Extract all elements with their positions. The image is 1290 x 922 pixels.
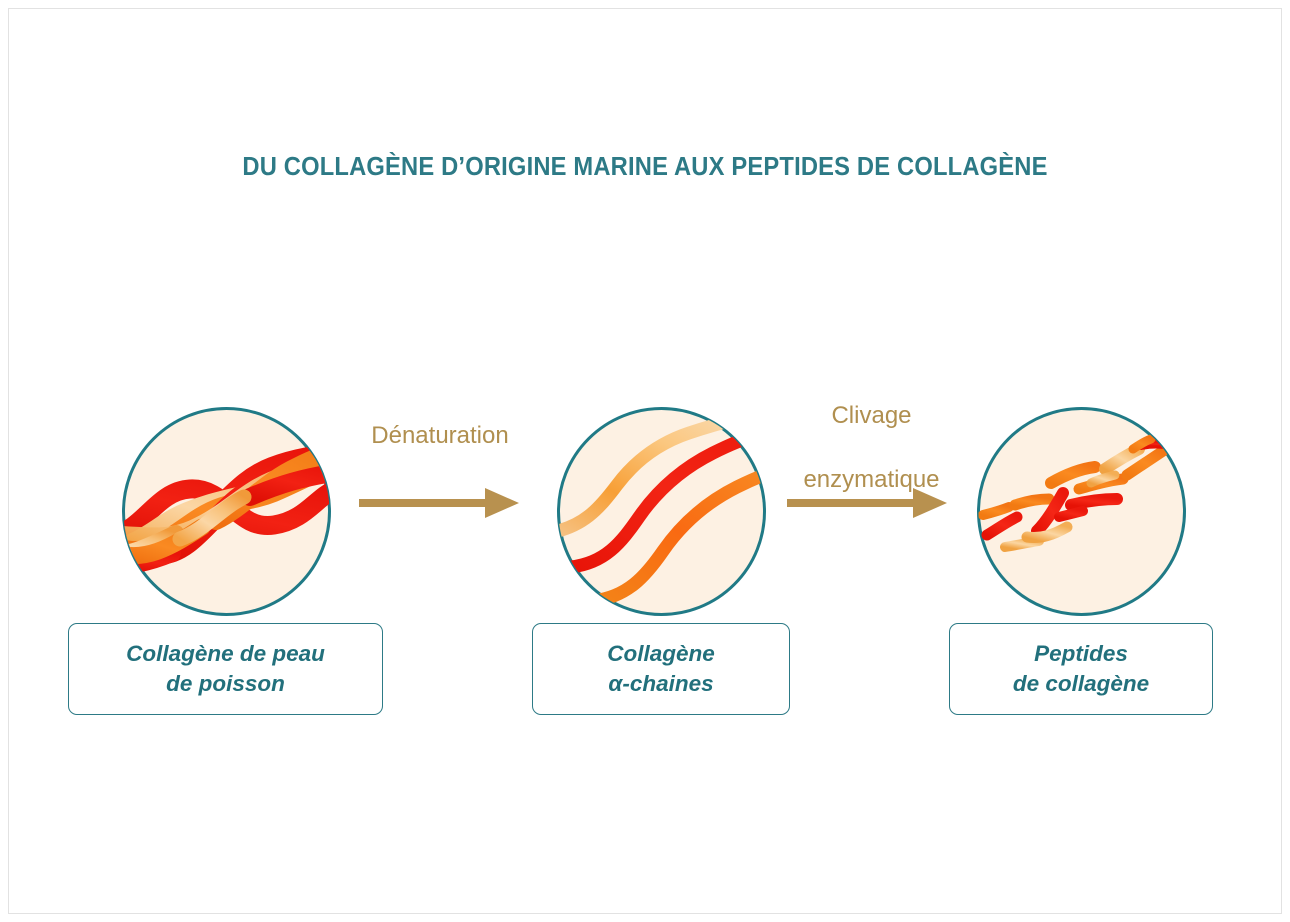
- caption-line2: α-chaines: [608, 671, 714, 696]
- arrow-denaturation: [355, 482, 525, 529]
- triple-helix-illustration: [120, 405, 333, 618]
- transition-label-line1: Dénaturation: [371, 422, 509, 450]
- peptide-fragments-illustration: [975, 405, 1188, 618]
- step-collagene-alpha-chaines: [551, 405, 771, 618]
- step-collagene-peau-poisson: [116, 405, 336, 618]
- caption-box-peptides-de-collagene: Peptides de collagène: [949, 623, 1213, 715]
- caption-box-collagene-peau-poisson: Collagène de peau de poisson: [68, 623, 383, 715]
- caption-line1: Peptides: [1034, 641, 1128, 667]
- transition-label-line1: Clivage: [831, 402, 912, 430]
- peptide-fragments-icon: [976, 407, 1186, 616]
- separated-chains-illustration: [555, 405, 768, 618]
- arrow-clivage-enzymatique: [783, 482, 953, 529]
- transition-label-denaturation: Dénaturation: [330, 388, 550, 452]
- step-peptides-de-collagene: [971, 405, 1191, 618]
- triple-helix-icon: [121, 407, 331, 616]
- caption-line2: de collagène: [1012, 671, 1150, 696]
- right-arrow-icon: [359, 488, 519, 518]
- caption-box-collagene-alpha-chaines: Collagène α-chaines: [532, 623, 790, 715]
- transition-label-line2: enzymatique: [803, 466, 940, 494]
- transition-label-clivage-enzymatique: Clivage enzymatique: [764, 368, 979, 497]
- caption-line1: Collagène de peau: [126, 641, 325, 667]
- right-arrow-icon: [787, 488, 947, 518]
- page-title: DU COLLAGÈNE D’ORIGINE MARINE AUX PEPTID…: [242, 153, 1048, 182]
- caption-line1: Collagène: [607, 641, 715, 667]
- caption-line2: de poisson: [166, 671, 285, 696]
- separated-wavy-chains-icon: [556, 407, 766, 616]
